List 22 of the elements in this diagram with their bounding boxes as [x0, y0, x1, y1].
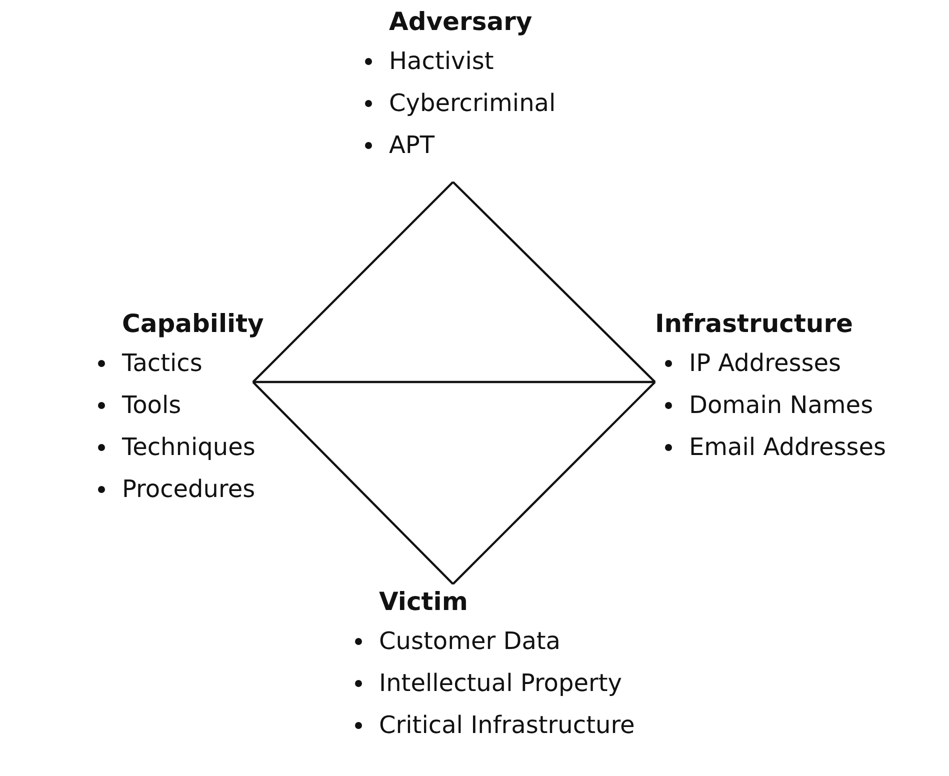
list-item: Tactics	[122, 348, 202, 379]
list-item: APT	[389, 130, 435, 161]
list-item: Techniques	[122, 432, 256, 463]
list-item: Procedures	[122, 474, 256, 505]
heading: Victim	[379, 586, 468, 618]
list-item: Intellectual Property	[379, 668, 622, 699]
list-item: Customer Data	[379, 626, 561, 657]
heading: Infrastructure	[655, 308, 853, 340]
heading: Capability	[122, 308, 264, 340]
list-item: Critical Infrastructure	[379, 710, 635, 741]
list-item: IP Addresses	[689, 348, 842, 379]
list-item: Domain Names	[689, 390, 874, 421]
heading: Adversary	[389, 6, 532, 38]
list-item: Tools	[122, 390, 182, 421]
connector-line	[252, 181, 454, 383]
list-item: Email Addresses	[689, 432, 886, 463]
connector-line	[253, 380, 655, 384]
list-item: Cybercriminal	[389, 88, 556, 119]
connector-line	[452, 381, 656, 585]
connector-line	[452, 181, 656, 383]
list-item: Hactivist	[389, 46, 494, 77]
connector-line	[252, 381, 454, 585]
